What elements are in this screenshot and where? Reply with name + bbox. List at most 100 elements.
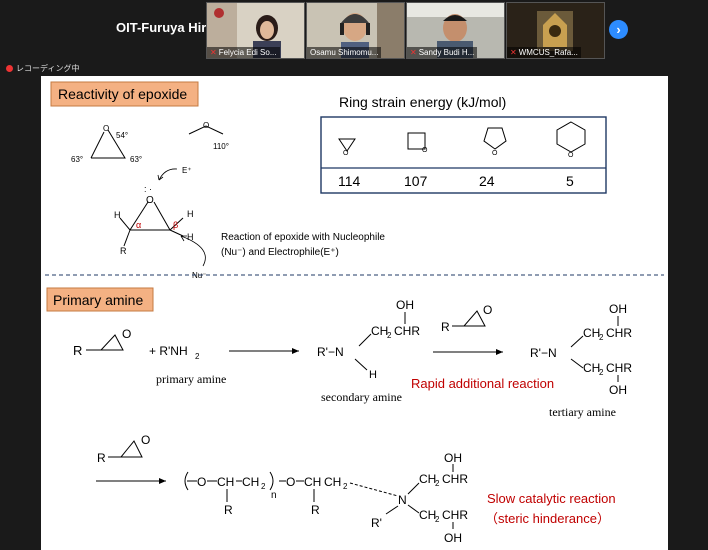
slow-reaction-label: Slow catalytic reaction: [487, 491, 616, 506]
university-logo-icon: [214, 8, 224, 18]
tertiary-sub2-bottom: 2: [599, 368, 604, 377]
arrow-3-head: [159, 478, 166, 484]
tertiary-ch2-top: CH: [583, 326, 600, 340]
participant-tile-1[interactable]: ✕Felycia Edi So...: [206, 2, 305, 59]
tertiary-chr-top: CHR: [606, 326, 632, 340]
ring-o-1: O: [343, 150, 349, 157]
ring-strain-table: [320, 116, 607, 194]
tertiary-rn: R'−N: [530, 346, 557, 360]
angle-63-right: 63°: [130, 155, 142, 164]
polymer-ch2-end: CH: [324, 475, 341, 489]
beta-label: β: [173, 220, 178, 230]
angle-110: 110°: [213, 142, 229, 151]
reactive-o: O: [146, 195, 154, 206]
participant-name-2: Osamu Shimomu...: [307, 47, 382, 58]
reaction-row-3: R O O CH CH 2 n R O CH CH 2 R N CH 2 CHR…: [96, 433, 468, 545]
ring-value-3: 24: [479, 173, 495, 189]
r-reagent-2: R: [441, 320, 450, 334]
polymer-ch2-bottom: CH: [419, 508, 436, 522]
reaction-row-2: R O Rapid additional reaction R'−N CH 2 …: [411, 302, 632, 419]
ring-value-1: 114: [338, 173, 361, 189]
electrophile-label: E⁺: [182, 166, 192, 175]
participant-name-3: ✕Sandy Budi H...: [407, 47, 478, 58]
lone-pairs: : ·: [144, 184, 152, 194]
polymer-o2: O: [286, 475, 295, 489]
tertiary-oh-top: OH: [609, 302, 627, 316]
secondary-oh: OH: [396, 298, 414, 312]
video-toolbar: OIT-Furuya Hir... ✕Felycia Edi So... Osa…: [0, 0, 708, 62]
ring-strain-title: Ring strain energy (kJ/mol): [339, 94, 506, 110]
participant-name-1: ✕Felycia Edi So...: [207, 47, 280, 58]
polymer-chr-top: CHR: [442, 472, 468, 486]
participant-tile-3[interactable]: ✕Sandy Budi H...: [406, 2, 505, 59]
angle-63-left: 63°: [71, 155, 83, 164]
reaction-note-line-1: Reaction of epoxide with Nucleophile: [221, 232, 385, 243]
thp-ring-icon: [556, 121, 586, 153]
polymer-oh-bottom: OH: [444, 531, 462, 545]
epoxide-o: O: [103, 124, 109, 133]
section-title-box: [50, 81, 199, 107]
r-left: R: [120, 246, 127, 256]
polymer-sub2: 2: [261, 482, 266, 491]
h-left-top: H: [114, 210, 121, 220]
reagent-rnh2: + R'NH: [149, 344, 188, 358]
arrow-2-head: [496, 349, 503, 355]
polymer-sub2-top: 2: [435, 479, 440, 488]
next-participants-button[interactable]: ›: [609, 20, 628, 39]
o-reactant: O: [122, 327, 131, 341]
polymer-r1: R: [224, 503, 233, 517]
section-title-reactivity: Reactivity of epoxide: [58, 86, 187, 102]
epoxide-reaction-diagram: O : · H R H H α β E⁺ Nu⁻: [114, 166, 206, 280]
epoxide-ring-icon: [338, 138, 356, 152]
ring-o-2: O: [422, 147, 428, 154]
epoxide-angle-diagram: O 54° 63° 63° O 110°: [71, 121, 229, 164]
steric-hinderance-label: （steric hinderance）: [485, 511, 610, 526]
r-reagent-3: R: [97, 451, 106, 465]
recording-indicator: レコーディング中: [0, 62, 708, 76]
participant-tile-4[interactable]: ✕WMCUS_Rafa...: [506, 2, 605, 59]
thf-ring-icon: [483, 127, 507, 150]
secondary-rn: R'−N: [317, 345, 344, 359]
section-title-box-2: [46, 287, 154, 312]
section-title-primary-amine: Primary amine: [53, 292, 143, 308]
secondary-h: H: [369, 369, 377, 381]
polymer-o1: O: [197, 475, 206, 489]
secondary-sub2: 2: [387, 331, 392, 340]
secondary-amine-label: secondary amine: [321, 390, 402, 404]
polymer-ch: CH: [217, 475, 234, 489]
ring-o-3: O: [492, 150, 498, 157]
polymer-ch-end: CH: [304, 475, 321, 489]
reaction-row-1: R O + R'NH 2 primary amine R'−N CH 2 CHR…: [73, 298, 420, 404]
polymer-oh-top: OH: [444, 451, 462, 465]
mic-muted-icon: ✕: [210, 48, 217, 57]
tertiary-oh-bottom: OH: [609, 383, 627, 397]
primary-amine-label: primary amine: [156, 372, 226, 386]
ring-value-4: 5: [566, 173, 574, 189]
mic-muted-icon: ✕: [510, 48, 517, 57]
polymer-chr-bottom: CHR: [442, 508, 468, 522]
rapid-reaction-label: Rapid additional reaction: [411, 376, 554, 391]
polymer-r2: R: [311, 503, 320, 517]
tertiary-sub2-top: 2: [599, 333, 604, 342]
arrow-1-head: [292, 348, 299, 354]
h-right-bottom: H: [187, 232, 194, 242]
polymer-rprime: R': [371, 516, 382, 530]
reagent-sub-2: 2: [195, 352, 200, 361]
recording-label: レコーディング中: [16, 64, 80, 73]
polymer-ch2-top: CH: [419, 472, 436, 486]
participant-name-4: ✕WMCUS_Rafa...: [507, 47, 581, 58]
ring-value-2: 107: [404, 173, 428, 189]
secondary-ch2: CH: [371, 324, 388, 338]
meeting-title: OIT-Furuya Hir...: [116, 20, 217, 35]
chevron-right-icon: ›: [616, 22, 621, 37]
shared-slide: Reactivity of epoxide Ring strain energy…: [41, 76, 668, 550]
r-reactant: R: [73, 343, 82, 358]
tertiary-chr-bottom: CHR: [606, 361, 632, 375]
polymer-n-atom: N: [398, 493, 407, 507]
o-reagent-3: O: [141, 433, 150, 447]
polymer-n: n: [271, 490, 277, 501]
tertiary-ch2-bottom: CH: [583, 361, 600, 375]
participant-tile-2[interactable]: Osamu Shimomu...: [306, 2, 405, 59]
ring-shapes: [338, 121, 586, 153]
polymer-sub2-end: 2: [343, 482, 348, 491]
